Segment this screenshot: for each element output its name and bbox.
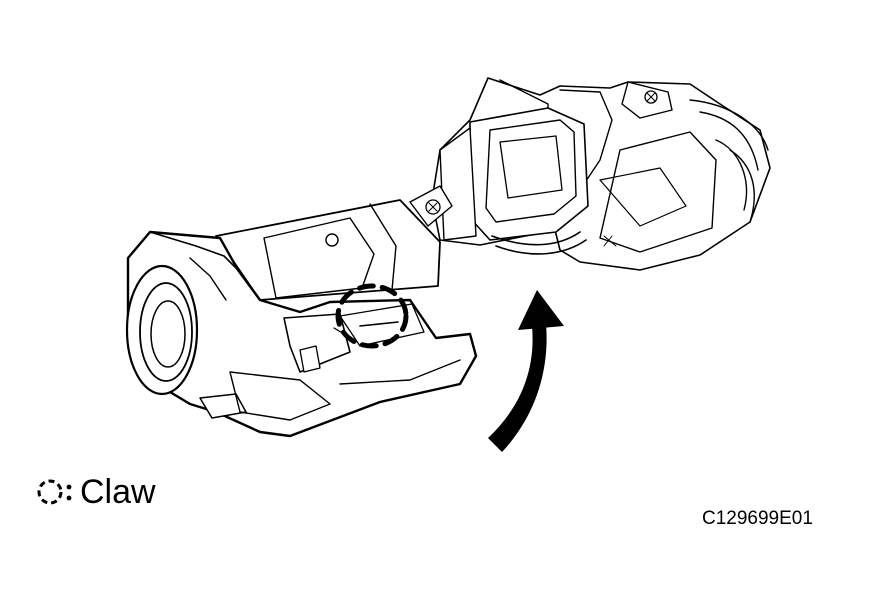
legend-label: Claw [80,473,156,511]
claw-marker-circle [335,283,409,349]
figure-code: C129699E01 [702,508,813,529]
upper-switch-assembly [409,77,771,271]
direction-arrow [488,290,564,452]
legend: Claw [34,470,156,514]
dashed-circle-icon [37,479,72,505]
lock-housing [125,230,478,438]
